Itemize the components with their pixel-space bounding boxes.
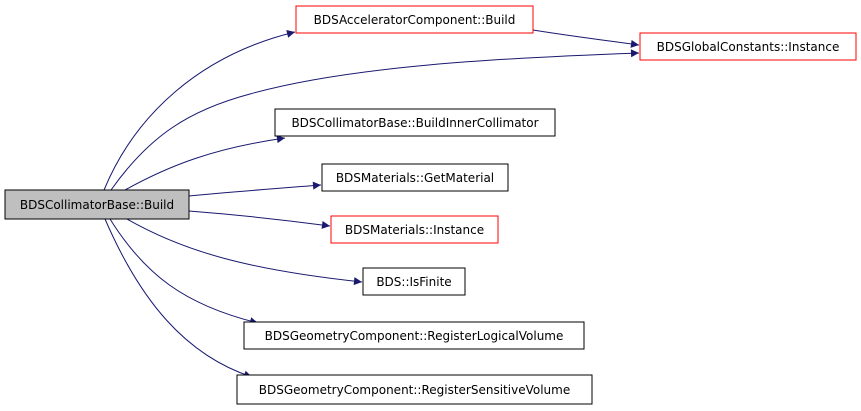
edge-root-to-materials-instance [188,210,331,229]
edge-root-to-build-inner [124,135,286,191]
node-label: BDSMaterials::GetMaterial [336,171,494,185]
node-layer: BDSCollimatorBase::Build BDSAcceleratorC… [4,5,857,405]
node-bdscollimatorbase-buildinnercollimator[interactable]: BDSCollimatorBase::BuildInnerCollimator [274,108,556,137]
node-bdsmaterials-getmaterial[interactable]: BDSMaterials::GetMaterial [321,163,509,192]
node-label: BDSGeometryComponent::RegisterLogicalVol… [265,329,564,343]
node-label: BDSAcceleratorComponent::Build [314,13,516,27]
node-bdscollimatorbase-build[interactable]: BDSCollimatorBase::Build [4,189,190,220]
node-label: BDSCollimatorBase::BuildInnerCollimator [291,116,538,130]
edge-layer [103,29,640,379]
node-label: BDSCollimatorBase::Build [20,198,174,212]
node-label: BDS::IsFinite [376,275,451,289]
edge-root-to-accel-build [103,29,296,191]
node-bdsgeometrycomponent-registerlogicalvolume[interactable]: BDSGeometryComponent::RegisterLogicalVol… [243,321,585,350]
edge-root-to-is-finite [126,218,363,286]
node-label: BDSGeometryComponent::RegisterSensitiveV… [259,383,570,397]
edge-root-to-reg-logical [109,218,259,325]
node-bdsacceleratorcomponent-build[interactable]: BDSAcceleratorComponent::Build [295,5,534,34]
edge-root-to-global-instance [110,49,640,191]
node-bds-isfinite[interactable]: BDS::IsFinite [362,267,466,296]
node-label: BDSGlobalConstants::Instance [657,40,840,54]
node-bdsmaterials-instance[interactable]: BDSMaterials::Instance [330,215,499,244]
edge-root-to-reg-sensitive [104,218,253,379]
node-bdsglobalconstants-instance[interactable]: BDSGlobalConstants::Instance [639,32,857,61]
node-label: BDSMaterials::Instance [345,223,484,237]
node-bdsgeometrycomponent-registersensitivevolume[interactable]: BDSGeometryComponent::RegisterSensitiveV… [236,374,593,405]
edge-root-to-get-material [188,181,322,197]
edge-accel-build-to-global-instance [532,29,640,48]
